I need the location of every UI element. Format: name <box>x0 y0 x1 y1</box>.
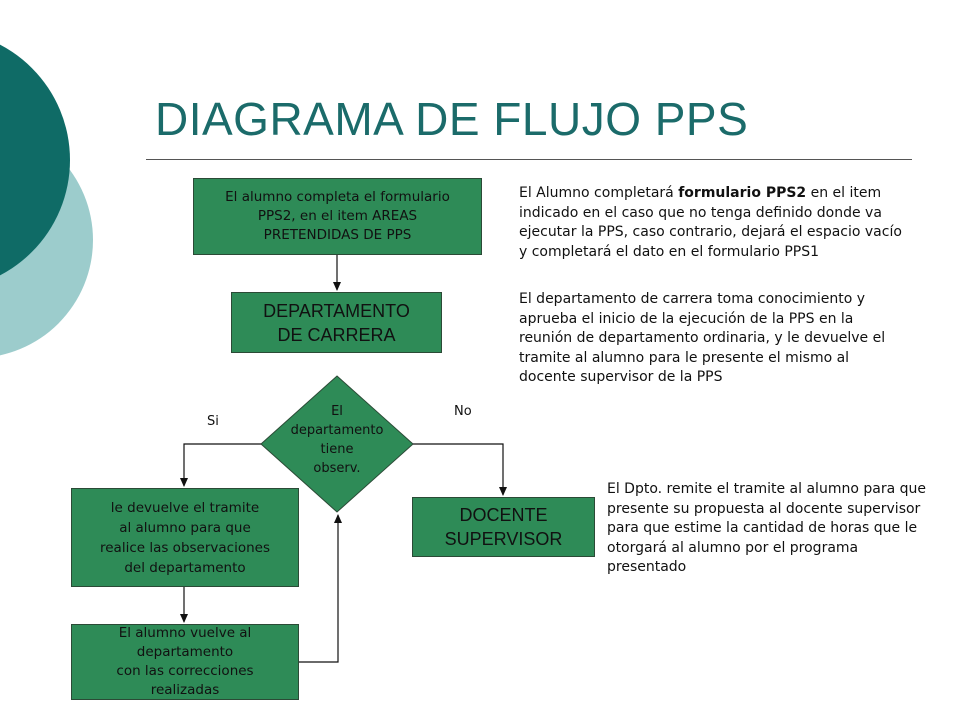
dark-teal-circle <box>0 44 70 276</box>
yes-label: Si <box>207 414 219 429</box>
decision-text: El departamento tiene observ. <box>290 404 384 476</box>
no-label: No <box>454 404 472 419</box>
box-student-form: El alumno completa el formulario PPS2, e… <box>193 178 482 255</box>
box-teacher-supervisor: DOCENTE SUPERVISOR <box>412 497 595 557</box>
note-department: El departamento de carrera toma conocimi… <box>519 291 886 385</box>
box-returned-to-student: le devuelve el tramite al alumno para qu… <box>71 488 299 587</box>
arrow-yes-branch <box>180 443 261 487</box>
arrow-no-branch <box>413 443 507 496</box>
note-teacher: El Dpto. remite el tramite al alumno par… <box>607 481 926 575</box>
note-form-instructions: El Alumno completará formulario PPS2 en … <box>519 185 902 260</box>
box-student-returns: El alumno vuelve al departamento con las… <box>71 624 299 700</box>
title-divider <box>146 159 912 160</box>
page-title: DIAGRAMA DE FLUJO PPS <box>155 93 749 145</box>
decision-diamond <box>260 375 414 513</box>
arrow-return-loop <box>299 514 342 663</box>
box-department: DEPARTAMENTO DE CARRERA <box>231 292 442 353</box>
